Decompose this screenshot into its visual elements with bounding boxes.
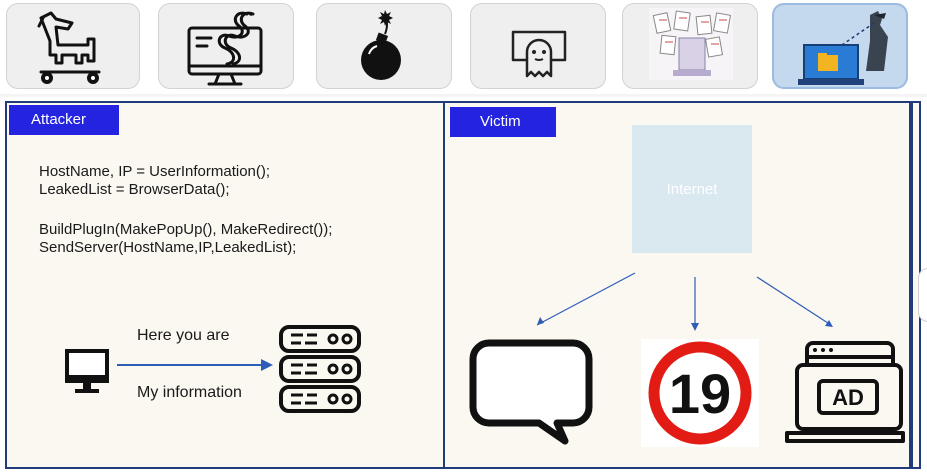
code-line: SendServer(HostName,IP,LeakedList);	[39, 239, 297, 256]
ad-laptop-icon: AD	[785, 341, 905, 443]
diagram-stage: Attacker HostName, IP = UserInformation(…	[5, 101, 921, 469]
code-line: HostName, IP = UserInformation();	[39, 163, 271, 180]
attacker-tag: Attacker	[9, 105, 119, 135]
ad-text: AD	[832, 385, 864, 410]
age-19-text: 19	[669, 362, 731, 425]
attacker-panel: Attacker HostName, IP = UserInformation(…	[7, 103, 443, 467]
code-line: LeakedList = BrowserData();	[39, 181, 230, 198]
tab-spam[interactable]	[622, 3, 758, 89]
scroll-handle[interactable]	[918, 268, 927, 322]
send-arrow	[117, 359, 273, 371]
tab-trojan[interactable]	[6, 3, 140, 89]
distribution-arrows	[536, 272, 833, 331]
tab-worm[interactable]	[158, 3, 294, 89]
bomb-icon	[361, 10, 401, 80]
tab-spyware[interactable]	[772, 3, 908, 89]
age-19-restricted-icon: 19	[641, 339, 759, 447]
desktop-computer-icon	[65, 349, 109, 393]
tab-strip-divider	[0, 94, 927, 97]
tab-bomb[interactable]	[316, 3, 452, 89]
worm-monitor-icon	[187, 11, 263, 86]
tab-ghost[interactable]	[470, 3, 606, 89]
server-rack-icon	[279, 325, 361, 413]
speech-bubble-icon	[469, 339, 593, 445]
right-edge-panel	[911, 103, 919, 467]
spy-laptop-icon	[798, 11, 888, 85]
victim-panel: Victim Internet 19	[443, 101, 911, 469]
spam-documents-icon	[649, 8, 733, 80]
code-line: BuildPlugIn(MakePopUp(), MakeRedirect())…	[39, 221, 333, 238]
flow-top-label: Here you are	[137, 327, 230, 344]
victim-tag: Victim	[450, 107, 556, 137]
internet-box: Internet	[632, 125, 752, 253]
ghost-screen-icon	[511, 30, 567, 78]
malware-tab-strip	[0, 0, 927, 98]
flow-bottom-label: My information	[137, 384, 242, 401]
internet-label: Internet	[666, 181, 718, 198]
trojan-horse-icon	[37, 11, 101, 84]
